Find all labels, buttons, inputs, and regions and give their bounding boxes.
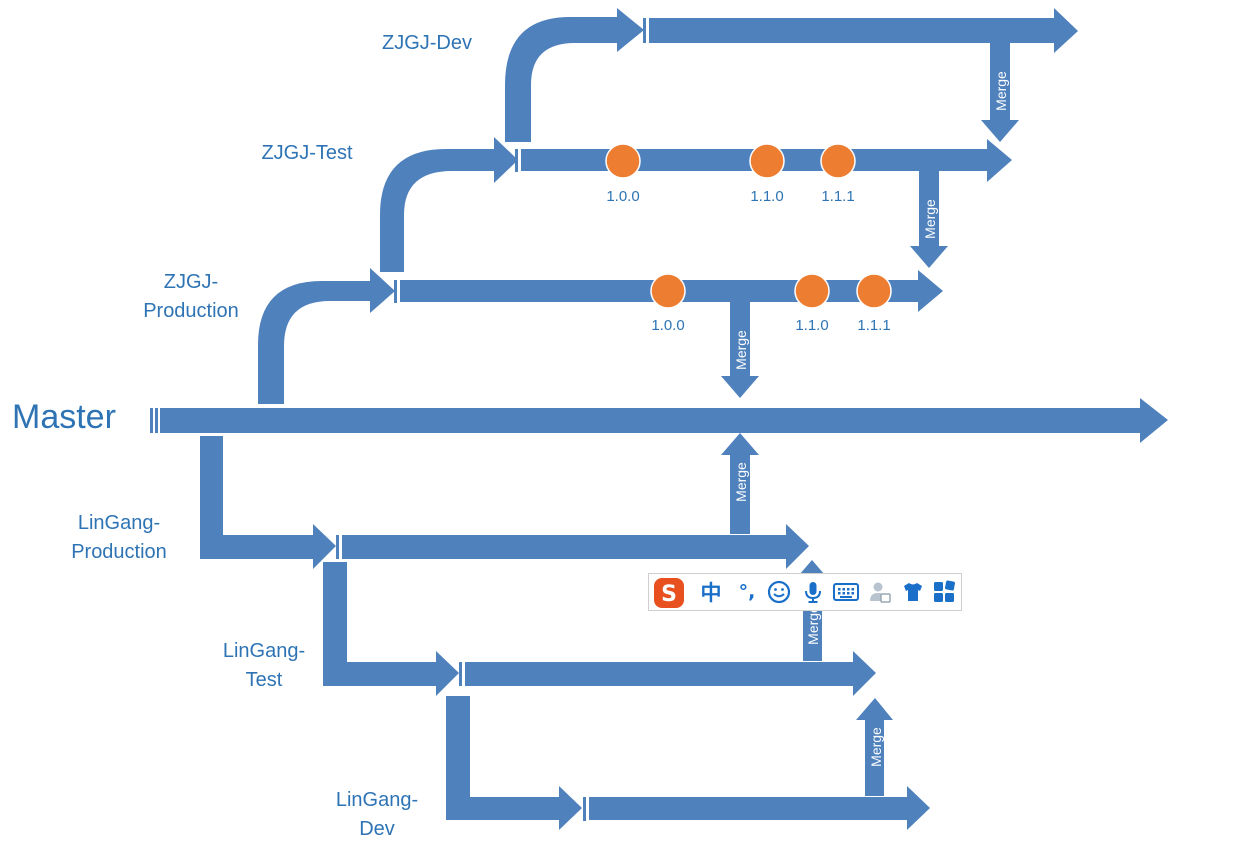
ime-toolbar[interactable]: S 中 °, — [648, 573, 962, 611]
lingang-production-branch-arrow — [200, 436, 809, 569]
master-branch-label: Master — [12, 398, 116, 436]
merge-arrow-dev-to-test: Merge — [981, 40, 1019, 142]
zjgj-test-label-text: ZJGJ-Test — [261, 142, 353, 164]
master-trunk-arrow — [150, 398, 1168, 443]
zjgj-production-label-line2: Production — [143, 300, 239, 322]
lingang-test-label: LinGang- Test — [199, 637, 329, 695]
user-icon[interactable] — [866, 578, 894, 606]
chinese-mode-icon[interactable]: 中 — [700, 581, 722, 605]
lingang-dev-branch-arrow — [446, 696, 930, 830]
zjgj-production-label: ZJGJ- Production — [126, 268, 256, 326]
microphone-icon[interactable] — [799, 578, 827, 606]
merge-arrow-lingang-production-to-master: Merge — [721, 433, 759, 534]
version-dot — [794, 273, 830, 309]
merge-label: Merge — [733, 462, 749, 502]
merge-label: Merge — [868, 727, 884, 767]
version-dot — [605, 143, 641, 179]
sogou-logo-icon[interactable]: S — [653, 577, 685, 609]
version-label: 1.0.0 — [651, 317, 684, 334]
version-label: 1.1.0 — [795, 317, 828, 334]
version-dot — [856, 273, 892, 309]
zjgj-production-branch-arrow — [258, 268, 943, 404]
lingang-test-label-line2: Test — [245, 669, 283, 691]
toolbox-grid-icon[interactable] — [930, 578, 958, 606]
emoji-icon[interactable] — [765, 578, 793, 606]
zjgj-dev-branch-arrow — [505, 8, 1078, 142]
lingang-test-branch-arrow — [323, 562, 876, 696]
lingang-production-label-line1: LinGang- — [77, 512, 161, 534]
merge-arrow-test-to-production: Merge — [910, 171, 948, 268]
version-label: 1.1.1 — [857, 317, 890, 334]
lingang-production-label-line2: Production — [71, 541, 167, 563]
zjgj-test-versions: 1.0.0 1.1.0 1.1.1 — [605, 143, 856, 205]
lingang-dev-label: LinGang- Dev — [312, 786, 442, 844]
lingang-dev-label-line1: LinGang- — [335, 789, 419, 811]
zjgj-production-label-line1: ZJGJ- — [163, 271, 219, 293]
zjgj-dev-label-text: ZJGJ-Dev — [382, 32, 472, 54]
skin-shirt-icon[interactable] — [899, 578, 927, 606]
version-label: 1.0.0 — [606, 188, 639, 205]
punctuation-icon[interactable]: °, — [738, 581, 756, 603]
version-dot — [820, 143, 856, 179]
zjgj-dev-label: ZJGJ-Dev — [362, 29, 492, 58]
merge-label: Merge — [733, 330, 749, 370]
version-dot — [749, 143, 785, 179]
version-label: 1.1.0 — [750, 188, 783, 205]
merge-arrow-production-to-master: Merge — [721, 302, 759, 398]
merge-label: Merge — [993, 71, 1009, 111]
lingang-dev-label-line2: Dev — [359, 818, 395, 840]
sogou-logo-text: S — [661, 582, 677, 607]
lingang-production-label: LinGang- Production — [54, 509, 184, 567]
keyboard-icon[interactable] — [832, 578, 860, 606]
version-label: 1.1.1 — [821, 188, 854, 205]
merge-arrow-lingang-dev-to-test: Merge — [856, 698, 893, 796]
lingang-test-label-line1: LinGang- — [222, 640, 306, 662]
merge-label: Merge — [922, 199, 938, 239]
version-dot — [650, 273, 686, 309]
merge-label: Merge — [805, 605, 821, 645]
zjgj-production-versions: 1.0.0 1.1.0 1.1.1 — [650, 273, 892, 334]
zjgj-test-label: ZJGJ-Test — [242, 139, 372, 168]
